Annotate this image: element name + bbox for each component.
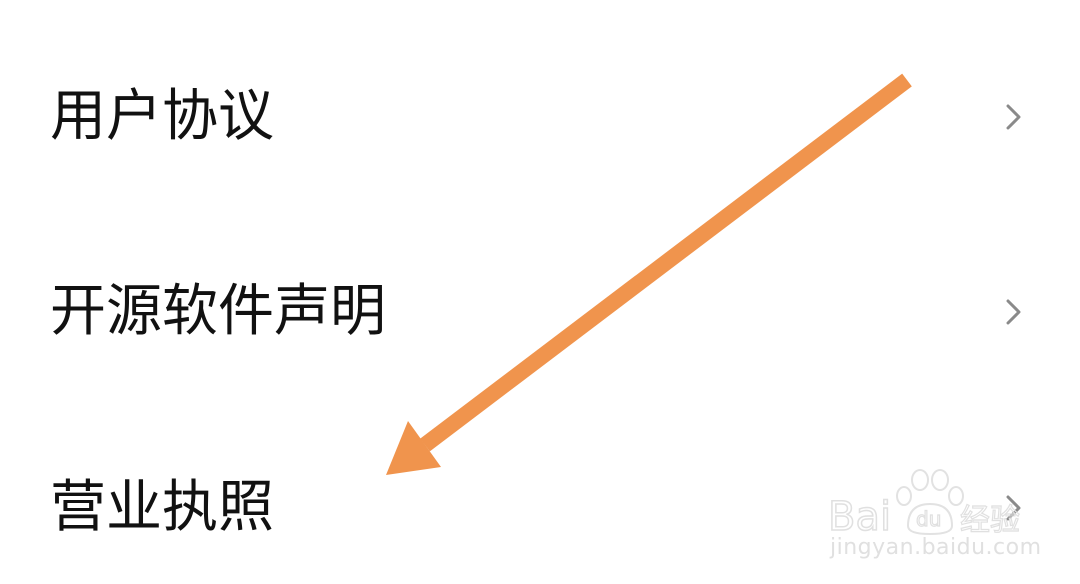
menu-item-user-agreement[interactable]: 用户协议 [0, 57, 1080, 177]
chevron-right-icon [1006, 104, 1021, 130]
chevron-right-icon [1006, 299, 1021, 325]
menu-item-open-source-notice[interactable]: 开源软件声明 [0, 252, 1080, 372]
menu-item-business-license[interactable]: 营业执照 [0, 448, 1080, 568]
svg-text:du: du [916, 507, 941, 531]
menu-item-label: 用户协议 [50, 84, 274, 149]
menu-item-label: 开源软件声明 [50, 279, 386, 344]
svg-text:Bai: Bai [828, 494, 891, 540]
chevron-right-icon [1006, 495, 1021, 521]
watermark-url: jingyan.baidu.com [830, 535, 1042, 560]
menu-item-label: 营业执照 [50, 475, 274, 540]
baidu-paw-watermark-icon: Bai du 经验 [828, 469, 1021, 541]
svg-text:经验: 经验 [960, 503, 1020, 538]
